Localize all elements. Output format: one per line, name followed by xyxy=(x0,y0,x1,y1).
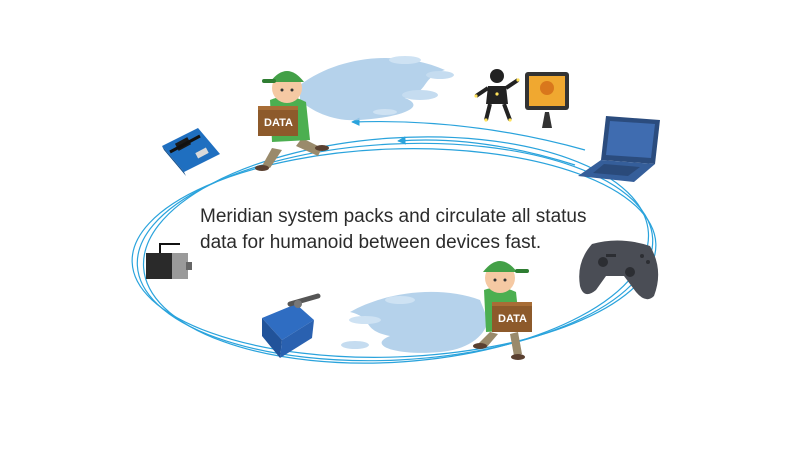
flow-arrow xyxy=(351,117,586,151)
motion-capture-icon xyxy=(474,69,569,128)
box-label: DATA xyxy=(498,313,527,325)
speed-splash-top xyxy=(300,56,454,121)
flow-arrows xyxy=(351,117,586,166)
flow-arrow xyxy=(397,136,576,166)
data-courier-top: DATA xyxy=(255,71,329,171)
dc-motor-icon xyxy=(146,243,192,279)
microcontroller-board-icon xyxy=(162,128,220,176)
servo-motor-icon xyxy=(262,293,321,358)
data-courier-bottom: DATA xyxy=(473,261,532,360)
ring-line xyxy=(142,136,650,364)
caption-line-2: data for humanoid between devices fast. xyxy=(200,232,542,253)
ring-line xyxy=(131,148,657,358)
box-label: DATA xyxy=(264,117,293,129)
diagram-caption: Meridian system packs and circulate all … xyxy=(200,204,630,256)
gamepad-icon xyxy=(579,240,659,300)
circulation-ring xyxy=(131,136,657,364)
laptop-icon xyxy=(578,116,660,182)
ring-line xyxy=(136,142,654,362)
caption-line-1: Meridian system packs and circulate all … xyxy=(200,206,587,227)
speed-splash-bottom xyxy=(341,291,488,353)
